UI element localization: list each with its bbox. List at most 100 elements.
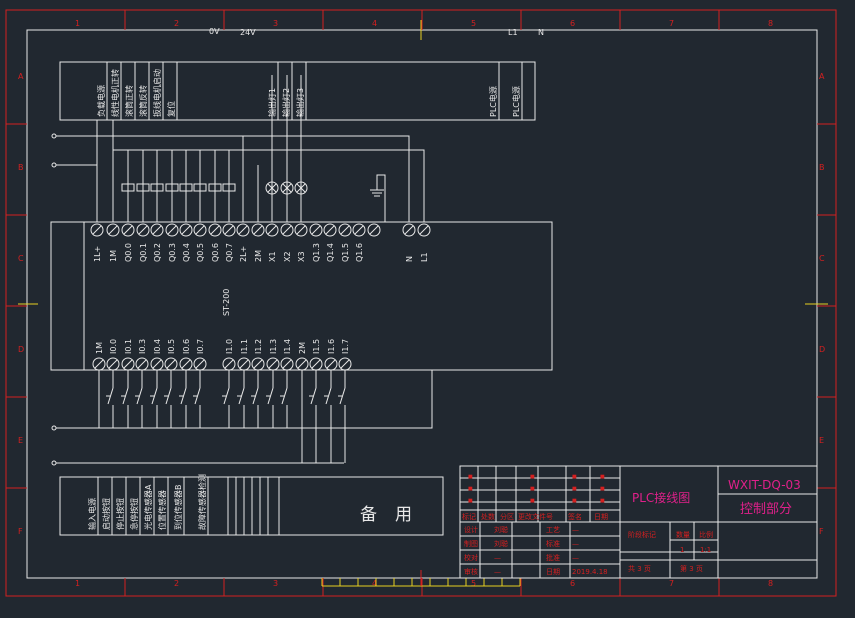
title-cell: — xyxy=(494,568,501,576)
indicator-lamp xyxy=(294,181,308,195)
top-label-block xyxy=(59,61,536,121)
bottom-terminal-label: I1.7 xyxy=(341,339,350,354)
bottom-label: 到位传感器B xyxy=(173,485,183,531)
input-switch xyxy=(194,387,201,405)
weight-label: 数量 xyxy=(676,530,690,539)
bottom-terminal-label: I1.0 xyxy=(225,339,234,354)
title-cell: 工艺 xyxy=(546,526,560,534)
top-terminal xyxy=(323,223,337,237)
spare-label: 备用 xyxy=(360,505,430,525)
top-label: 扳线电机启动 xyxy=(152,69,162,117)
grid-number: 4 xyxy=(372,579,377,588)
input-switch xyxy=(223,387,230,405)
revision-mark: ■ xyxy=(572,486,577,492)
scale-label: 比例 xyxy=(699,530,713,539)
top-terminal-label: Q1.6 xyxy=(355,243,364,262)
sheet-number: 第 3 页 xyxy=(680,564,703,573)
title-cell: 审核 xyxy=(464,567,478,576)
grid-letter: E xyxy=(819,436,824,445)
grid-number: 7 xyxy=(669,19,674,28)
top-label: PLC电源 xyxy=(488,86,498,117)
title-header-cell: 分区 xyxy=(500,512,514,521)
indicator-lamp xyxy=(265,181,279,195)
top-terminal-label: Q1.4 xyxy=(326,243,335,262)
revision-mark: ■ xyxy=(600,498,605,504)
title-cell: 2019.4.18 xyxy=(572,568,608,576)
grid-number: 5 xyxy=(471,579,476,588)
bottom-label: 光电传感器A xyxy=(143,484,153,530)
revision-mark: ■ xyxy=(530,474,535,480)
top-terminal xyxy=(222,223,236,237)
voltage-24v: 24V xyxy=(240,28,256,37)
top-terminal xyxy=(251,223,265,237)
grid-letter: C xyxy=(18,254,24,263)
top-terminal-label: Q0.1 xyxy=(139,243,148,262)
bottom-terminal-label: I0.0 xyxy=(109,339,118,354)
title-block: ■■■■■■■■■■■■标记处数分区更改文件号签名日期设计刘聪工艺—制图刘聪标准… xyxy=(459,465,818,579)
top-terminal xyxy=(367,223,381,237)
input-switch xyxy=(325,387,332,405)
title-cell: — xyxy=(494,554,501,562)
grid-number: 8 xyxy=(768,579,773,588)
revision-mark: ■ xyxy=(572,474,577,480)
top-terminal xyxy=(236,223,250,237)
drawing-code: WXIT-DQ-03 xyxy=(728,478,801,492)
top-label: 负载电源 xyxy=(96,85,106,117)
weight-value: 1 xyxy=(680,546,684,554)
top-terminal-label: Q0.2 xyxy=(153,243,162,262)
relay-coil xyxy=(150,183,164,192)
revision-mark: ■ xyxy=(600,474,605,480)
stage-label: 阶段标记 xyxy=(628,530,656,539)
top-terminal xyxy=(294,223,308,237)
title-cell: 校对 xyxy=(464,553,478,562)
input-switch xyxy=(122,387,129,405)
input-switch xyxy=(238,387,245,405)
top-label: 滚筒反转 xyxy=(138,85,148,117)
title-cell: 设计 xyxy=(464,525,478,534)
relay-coil xyxy=(136,183,150,192)
input-switch xyxy=(107,387,114,405)
grid-number: 2 xyxy=(174,579,179,588)
ground-symbol xyxy=(370,174,386,222)
grid-letter: A xyxy=(18,72,24,81)
grid-number: 5 xyxy=(471,19,476,28)
top-terminal-label: 1L+ xyxy=(93,246,102,262)
title-header-cell: 签名 xyxy=(568,512,582,521)
bottom-label: 启动按钮 xyxy=(101,498,111,530)
revision-mark: ■ xyxy=(600,486,605,492)
grid-number: 4 xyxy=(372,19,377,28)
top-terminal-label: Q0.4 xyxy=(182,243,191,262)
bottom-center-ruler xyxy=(321,570,521,587)
revision-mark: ■ xyxy=(468,486,473,492)
voltage-l1: L1 xyxy=(508,28,518,37)
bottom-terminal-label: I0.7 xyxy=(196,339,205,354)
bottom-label: 急停按钮 xyxy=(129,498,139,530)
top-terminal xyxy=(150,223,164,237)
title-cell: 日期 xyxy=(546,568,560,576)
input-switches xyxy=(98,370,346,463)
top-terminal-label: 1M xyxy=(109,250,118,262)
revision-mark: ■ xyxy=(572,498,577,504)
title-cell: — xyxy=(572,540,579,548)
bottom-terminal-label: I1.5 xyxy=(312,339,321,354)
top-terminal-label: Q0.5 xyxy=(196,243,205,262)
relay-coil xyxy=(165,183,179,192)
rail-terminal-2 xyxy=(51,162,57,168)
relay-coil xyxy=(179,183,193,192)
grid-number: 1 xyxy=(75,579,80,588)
outer-frame xyxy=(5,9,837,597)
scale-value: 1:1 xyxy=(700,546,711,554)
title-cell: — xyxy=(572,554,579,562)
bottom-label: 故障传感器检测 xyxy=(197,474,207,530)
top-label: PLC电源 xyxy=(511,86,521,117)
sheet-count: 共 3 页 xyxy=(628,564,651,573)
relay-coil xyxy=(121,183,135,192)
bottom-terminal-label: I1.4 xyxy=(283,339,292,354)
top-terminal xyxy=(179,223,193,237)
title-cell: 刘聪 xyxy=(494,539,508,548)
top-label: 滚筒正转 xyxy=(124,85,134,117)
input-switch xyxy=(281,387,288,405)
